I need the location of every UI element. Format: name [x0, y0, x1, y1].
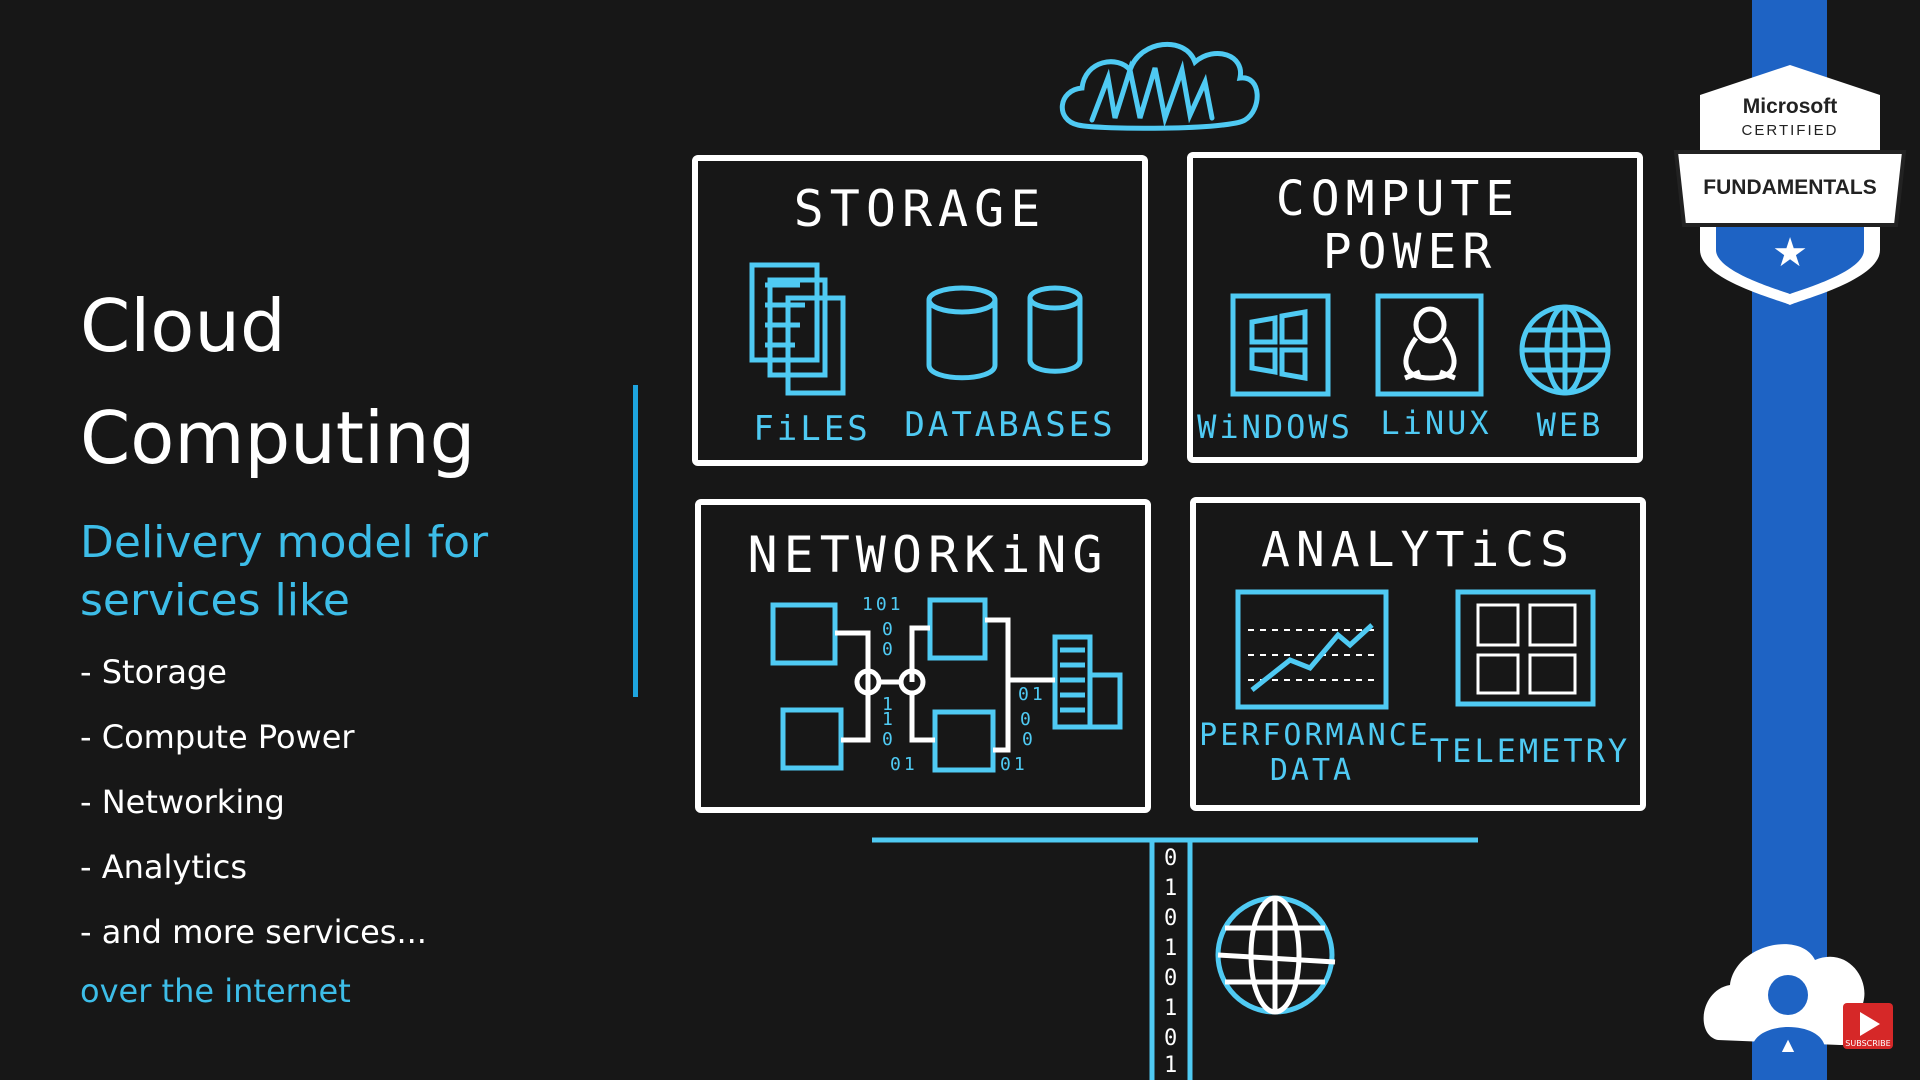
files-label: FiLES [753, 409, 870, 449]
badge-brand: Microsoft [1743, 95, 1838, 118]
analytics-box: ANALYTiCS PERFORMANCE DATA TELEMETRY [1190, 497, 1646, 811]
bit-label: 0 [1020, 709, 1034, 730]
storage-box: STORAGE FiLES DATABASES [692, 155, 1148, 466]
telemetry-label: TELEMETRY [1430, 732, 1630, 770]
bits-label: 101 [862, 594, 904, 615]
bit-label: 01 [1018, 684, 1046, 705]
networking-bits: 101 0 0 1 0 1 01 01 01 0 0 [862, 594, 1046, 775]
slide-subtitle: Delivery model for services like [80, 514, 600, 630]
compute-title-line1: COMPUTE [1276, 171, 1520, 227]
linux-icon [1375, 293, 1484, 397]
subtitle-line2: services like [80, 575, 350, 626]
bit-label: 0 [882, 729, 896, 750]
subtitle-line1: Delivery model for [80, 517, 489, 568]
bit-label: 1 [882, 694, 896, 715]
web-label: WEB [1537, 406, 1604, 444]
slide-text-panel: Cloud Computing Delivery model for servi… [80, 270, 600, 1017]
performance-label-line2: DATA [1270, 753, 1354, 788]
bit-label: 1 [1164, 1053, 1177, 1078]
bit-label: 0 [882, 639, 896, 660]
slide-title-line1: Cloud [80, 284, 286, 368]
subscribe-button[interactable]: SUBSCRIBE [1843, 1003, 1893, 1049]
networking-title: NETWORKiNG [747, 526, 1108, 584]
compute-box: COMPUTE POWER [1187, 152, 1643, 463]
bit-label: 01 [890, 754, 918, 775]
databases-label: DATABASES [904, 405, 1115, 445]
bit-label: 1 [1164, 936, 1177, 961]
linux-label: LiNUX [1380, 404, 1491, 442]
star-icon: ★ [1772, 230, 1808, 276]
telemetry-dashboard-icon [1455, 589, 1596, 707]
channel-avatar: ▲ [1703, 944, 1867, 1054]
web-globe-icon [1519, 304, 1611, 396]
performance-label-line1: PERFORMANCE [1199, 718, 1431, 753]
analytics-title: ANALYTiCS [1261, 522, 1575, 578]
network-diagram [770, 597, 1123, 773]
internet-connection: 0 1 0 1 0 1 0 1 [872, 837, 1478, 1080]
bullet-compute: - Compute Power [80, 718, 355, 756]
cloud-icon [1059, 41, 1260, 131]
badge-level: FUNDAMENTALS [1703, 176, 1876, 199]
certification-badge: Microsoft CERTIFIED FUNDAMENTALS ★ [1673, 65, 1907, 305]
azure-logo-icon: ▲ [1782, 1035, 1795, 1054]
bullet-storage: - Storage [80, 653, 227, 691]
database-icon [926, 285, 1083, 381]
bit-label: 01 [1000, 754, 1028, 775]
slide-title-line2: Computing [80, 396, 476, 480]
bit-label: 0 [1164, 966, 1177, 991]
bullet-networking: - Networking [80, 783, 285, 821]
networking-box: NETWORKiNG [695, 499, 1151, 813]
subscribe-label: SUBSCRIBE [1845, 1039, 1890, 1048]
compute-title-line2: POWER [1323, 224, 1498, 280]
play-icon [1860, 1012, 1880, 1036]
bit-label: 1 [1164, 996, 1177, 1021]
performance-chart-icon [1235, 589, 1389, 710]
bit-label: 1 [1164, 876, 1177, 901]
bullet-analytics: - Analytics [80, 848, 248, 886]
vertical-divider [633, 385, 638, 697]
internet-globe-icon [1215, 895, 1336, 1015]
windows-icon [1230, 293, 1331, 397]
files-icon [749, 262, 846, 396]
bit-label: 0 [1022, 729, 1036, 750]
bit-label: 0 [1164, 906, 1177, 931]
bit-label: 0 [1164, 846, 1177, 871]
storage-title: STORAGE [794, 180, 1047, 238]
bit-label: 1 [882, 709, 896, 730]
windows-label: WiNDOWS [1197, 408, 1353, 446]
slide-outro: over the internet [80, 972, 351, 1010]
bit-label: 0 [882, 619, 896, 640]
bit-label: 0 [1164, 1026, 1177, 1051]
bullet-more: - and more services... [80, 913, 427, 951]
badge-certified: CERTIFIED [1742, 122, 1839, 139]
